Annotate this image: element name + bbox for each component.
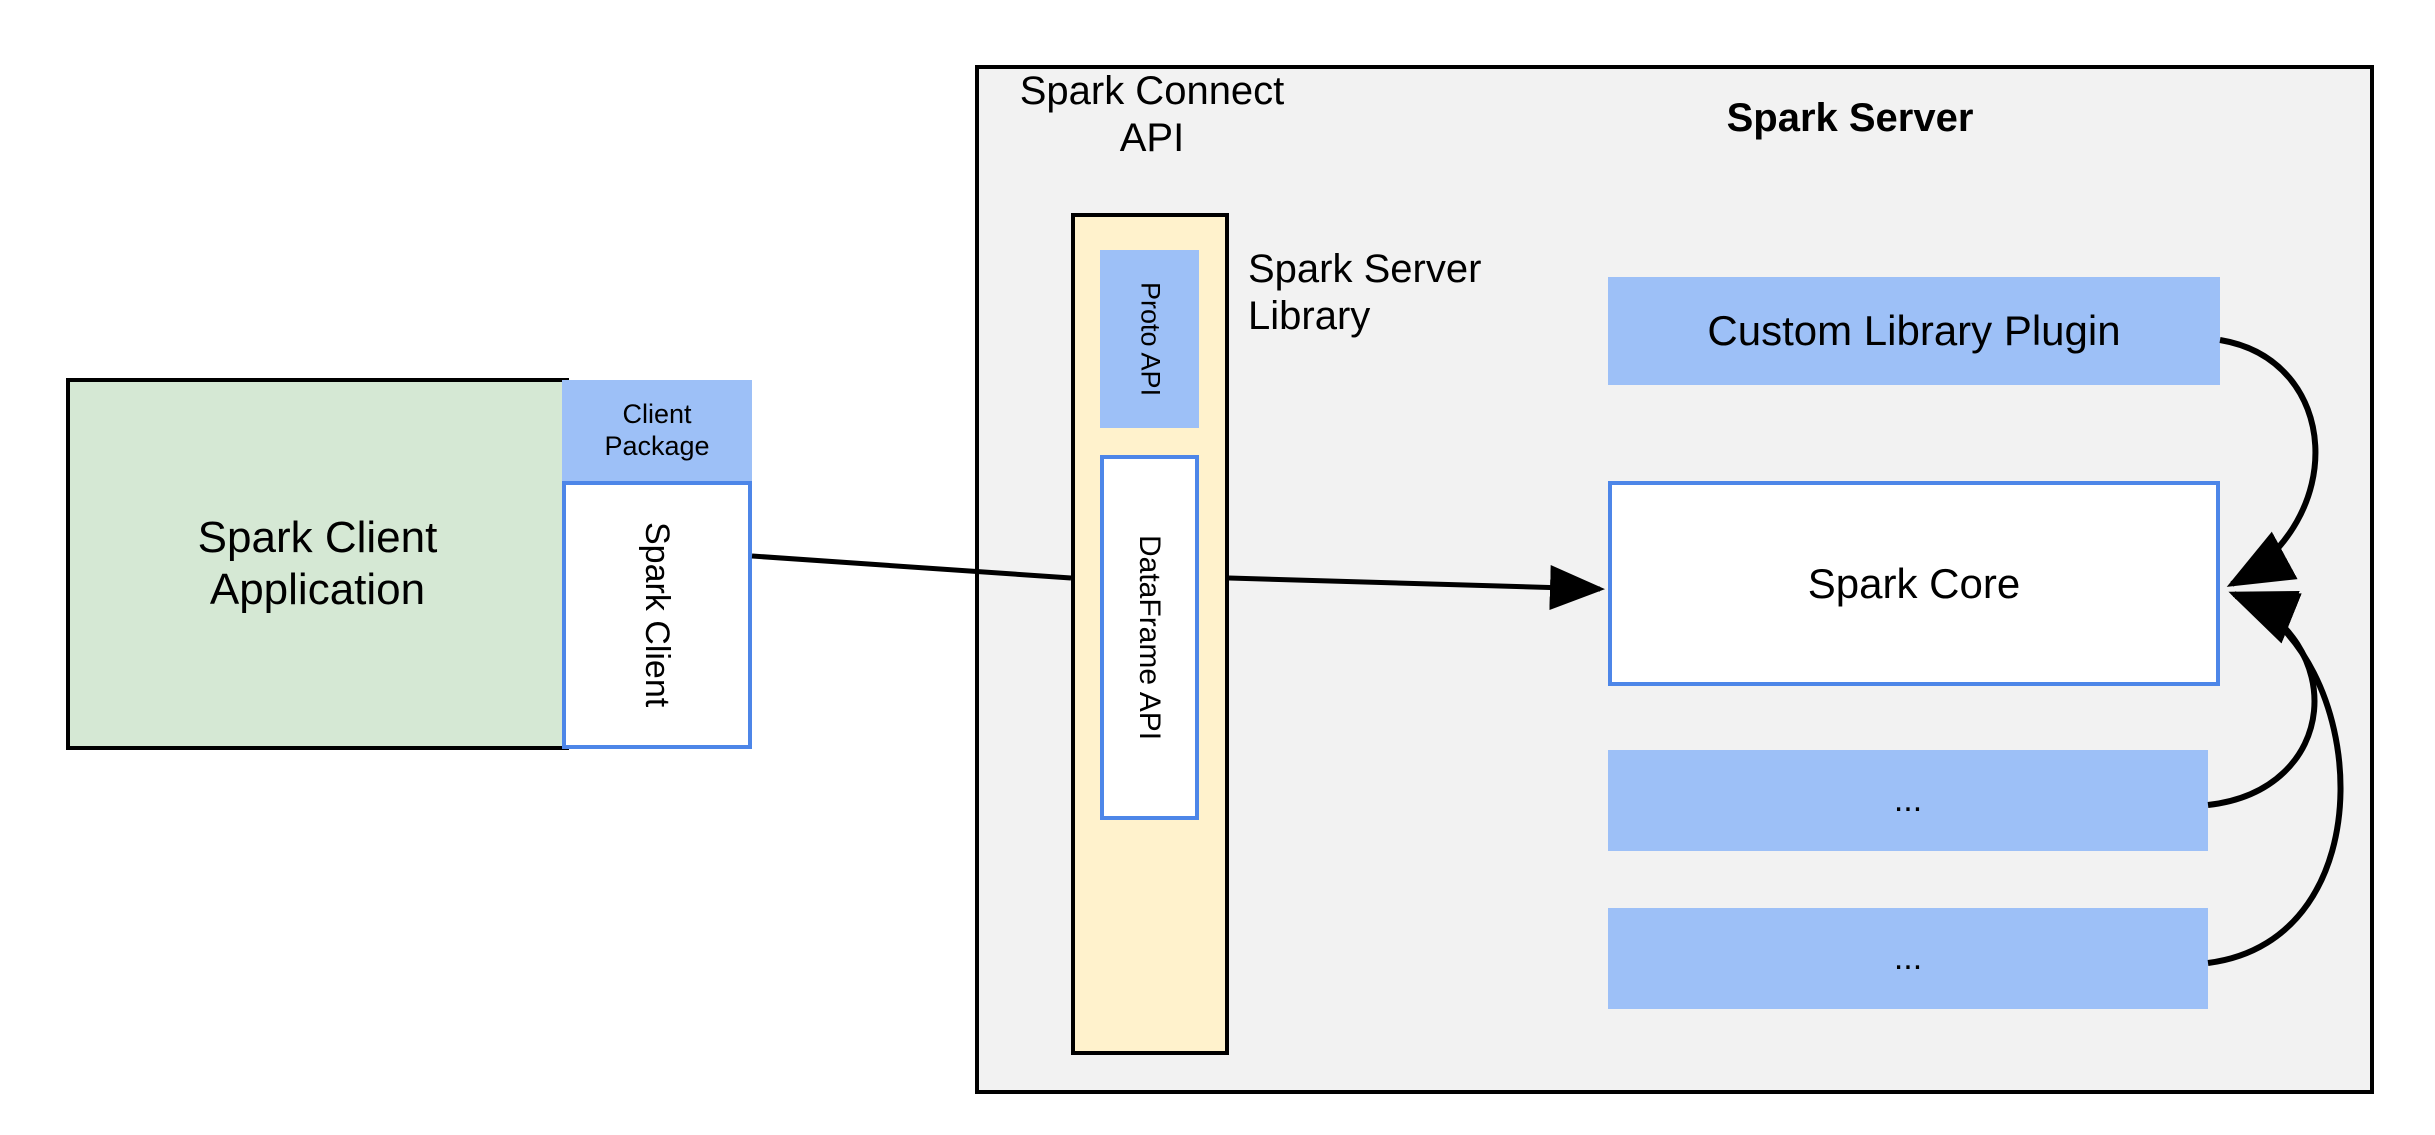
dataframe-api-label: DataFrame API <box>1133 534 1167 741</box>
dataframe-api-box: DataFrame API <box>1100 455 1199 820</box>
spark-connect-api-text: Spark Connect API <box>1019 69 1285 161</box>
spark-server-library-label: Spark Server Library <box>1248 246 1548 346</box>
spark-connect-api-label: Spark Connect API <box>1007 68 1297 164</box>
custom-library-plugin-box: Custom Library Plugin <box>1608 277 2220 385</box>
spark-client-application-label: Spark Client Application <box>197 513 438 614</box>
client-package-box: Client Package <box>562 380 752 481</box>
spark-core-label: Spark Core <box>1807 559 2021 607</box>
spark-client-label: Spark Client <box>638 522 677 708</box>
spark-server-title: Spark Server <box>1726 96 1974 141</box>
custom-library-plugin-label: Custom Library Plugin <box>1707 307 2121 355</box>
ellipsis-box-2: ... <box>1608 908 2208 1009</box>
spark-client-box: Spark Client <box>562 481 752 749</box>
proto-api-label: Proto API <box>1135 281 1166 397</box>
spark-server-library-text: Spark Server Library <box>1248 247 1482 339</box>
proto-api-box: Proto API <box>1100 250 1199 428</box>
ellipsis-label-1: ... <box>1893 781 1923 820</box>
ellipsis-box-1: ... <box>1608 750 2208 851</box>
ellipsis-label-2: ... <box>1893 939 1923 978</box>
spark-core-box: Spark Core <box>1608 481 2220 686</box>
spark-client-application-box: Spark Client Application <box>66 378 569 750</box>
client-package-label: Client Package <box>604 398 710 461</box>
